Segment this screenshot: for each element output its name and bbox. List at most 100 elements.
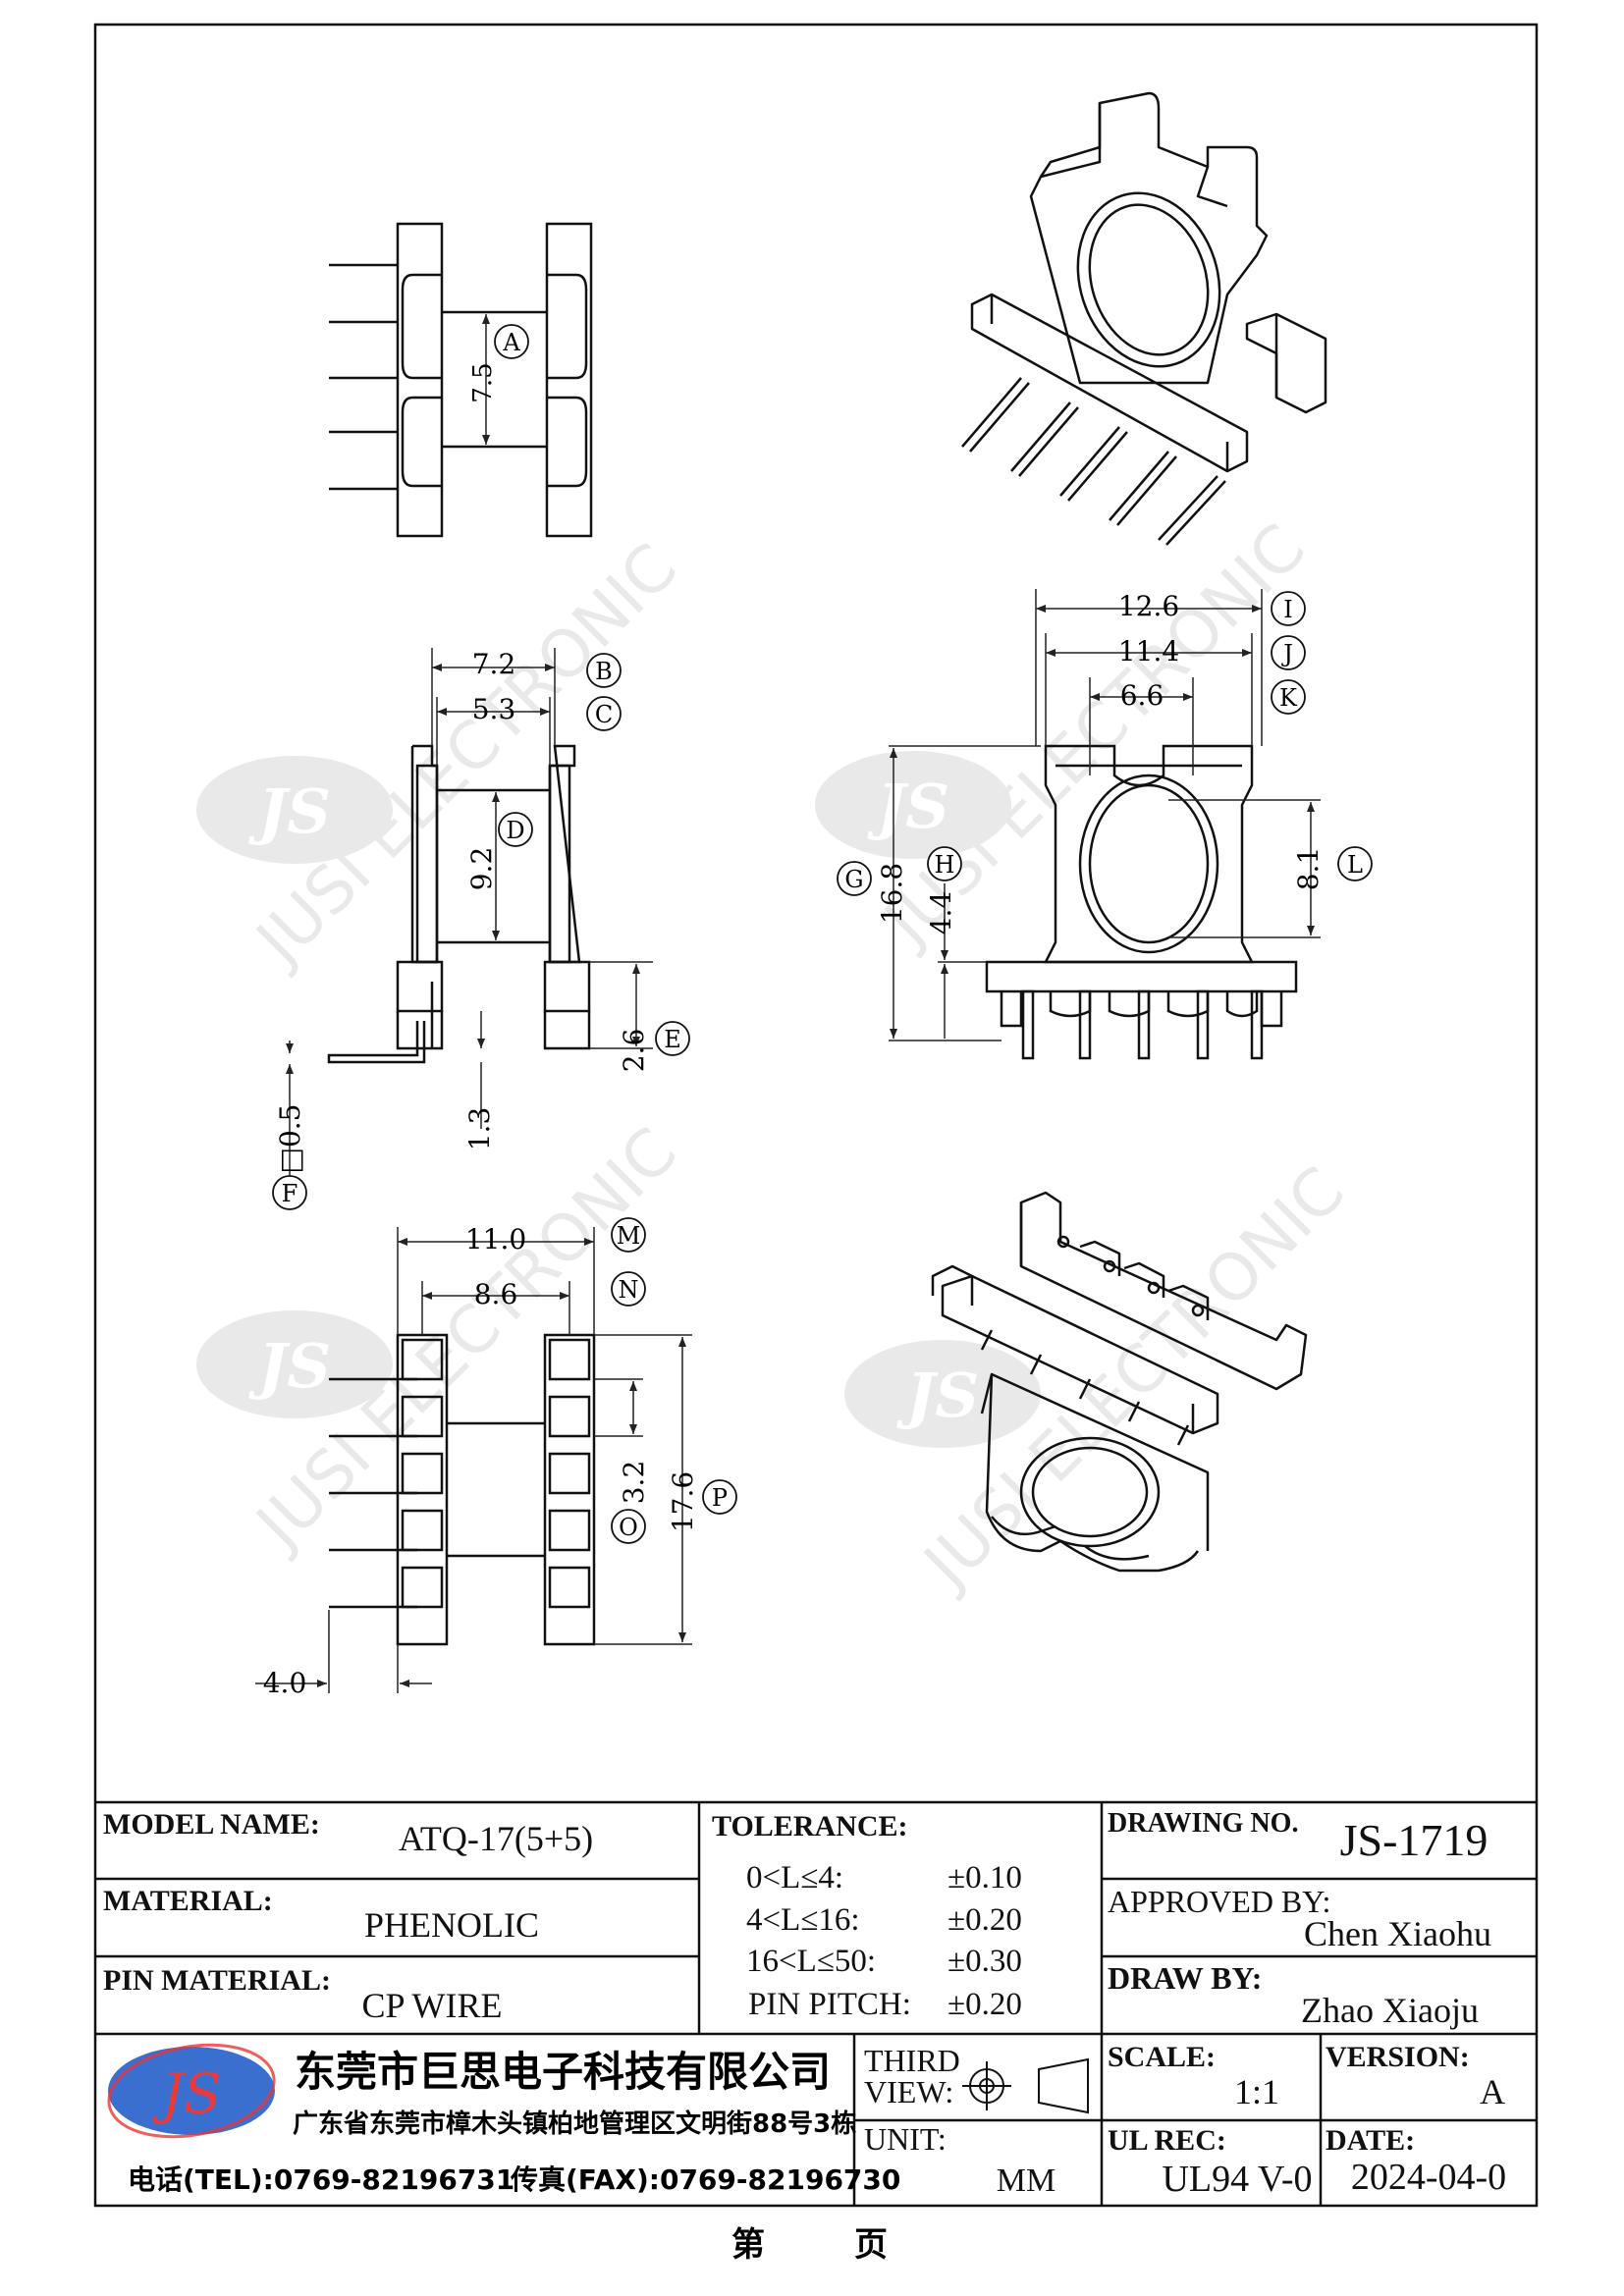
dim-e-label: 2.6 <box>618 1029 650 1073</box>
company-fax: 传真(FAX):0769-82196730 <box>510 2163 900 2196</box>
tag-n: N <box>619 1276 639 1304</box>
tolerance-range-2: 4<L≤16: <box>746 1902 860 1938</box>
front-elevation <box>985 744 1298 1060</box>
date-label: DATE: <box>1326 2124 1415 2157</box>
page-footer-right: 页 <box>854 2225 888 2265</box>
pin-material-value: CP WIRE <box>361 1986 502 2025</box>
isometric-view-top <box>961 91 1327 546</box>
watermark-group: JS JUSI ELECTRONIC JS JUSI ELECTRONIC JS… <box>196 509 1359 1604</box>
dim-o-label: 3.2 <box>618 1461 650 1505</box>
page-footer-left: 第 <box>731 2225 765 2265</box>
ul-rec-value: UL94 V-0 <box>1162 2159 1312 2200</box>
title-block-text: MODEL NAME: ATQ-17(5+5) MATERIAL: PHENOL… <box>103 1808 1506 2200</box>
company-name: 东莞市巨思电子科技有限公司 <box>295 2048 831 2096</box>
tolerance-range-1: 0<L≤4: <box>746 1860 843 1896</box>
third-label: THIRD <box>864 2043 960 2078</box>
unit-value: MM <box>997 2163 1056 2199</box>
side-view-dimensions: 7.5 A <box>468 314 529 445</box>
dim-j-label: 11.4 <box>1118 635 1179 667</box>
version-label: VERSION: <box>1326 2041 1470 2073</box>
tag-d: D <box>506 817 524 844</box>
title-block-grid <box>95 1800 1537 2206</box>
watermark-logo-text: JS <box>867 771 949 842</box>
front-view-labels: 7.2 B 5.3 C 9.2 D 2.6 E 1.3 □0.5 F <box>272 648 690 1210</box>
tag-h: H <box>935 851 955 879</box>
front-elevation-labels: 12.6 I 11.4 J 6.6 K 16.8 G 4.4 H 8.1 L <box>837 590 1373 935</box>
date-value: 2024-04-0 <box>1351 2157 1506 2198</box>
tolerance-value-4: ±0.20 <box>947 1987 1022 2022</box>
scale-value: 1:1 <box>1234 2072 1279 2111</box>
tag-m: M <box>617 1222 641 1250</box>
tag-o: O <box>619 1514 638 1541</box>
watermark-logo-4: JS <box>844 1340 1041 1448</box>
tag-p: P <box>712 1484 728 1512</box>
tag-c: C <box>595 701 613 728</box>
third-angle-projection-icon <box>962 2057 1089 2114</box>
dim-m-label: 11.0 <box>465 1223 526 1255</box>
dim-a-label: 7.5 <box>468 362 498 402</box>
draw-by-label: DRAW BY: <box>1108 1960 1262 1996</box>
tag-j: J <box>1280 640 1293 667</box>
watermark-logo-1: JS <box>196 756 393 864</box>
company-tel: 电话(TEL):0769-82196731 <box>128 2163 514 2196</box>
tag-a: A <box>502 329 520 356</box>
drawing-no-value: JS-1719 <box>1340 1815 1489 1865</box>
bottom-view-dimensions <box>255 1227 692 1693</box>
front-view-dimensions <box>286 648 653 1188</box>
dim-g-label: 16.8 <box>876 863 908 924</box>
model-name-value: ATQ-17(5+5) <box>399 1819 593 1858</box>
dim-l-label: 8.1 <box>1292 847 1325 891</box>
dim-c-label: 5.3 <box>472 693 516 725</box>
tag-k: K <box>1279 684 1298 712</box>
isometric-view-bottom <box>931 1191 1308 1573</box>
watermark-logo-text: JS <box>896 1360 979 1431</box>
watermark-logo-3: JS <box>196 1310 393 1418</box>
dim-f-label: □0.5 <box>274 1104 306 1174</box>
bottom-view-labels: 11.0 M 8.6 N 3.2 O 17.6 P 4.0 <box>263 1217 737 1699</box>
version-value: A <box>1480 2072 1505 2111</box>
tolerance-value-3: ±0.30 <box>947 1944 1022 1979</box>
watermark-logo-text: JS <box>248 775 331 847</box>
pin-material-label: PIN MATERIAL: <box>103 1964 331 1997</box>
tolerance-value-1: ±0.10 <box>947 1860 1022 1896</box>
tag-g: G <box>844 866 863 893</box>
company-logo: JS <box>107 2043 276 2139</box>
approved-by-value: Chen Xiaohu <box>1304 1914 1491 1953</box>
dim-p-label: 17.6 <box>667 1471 699 1532</box>
company-address: 广东省东莞市樟木头镇柏地管理区文明街88号3栋 <box>293 2109 856 2139</box>
tolerance-label: TOLERANCE: <box>712 1810 907 1842</box>
material-value: PHENOLIC <box>364 1905 539 1945</box>
dim-i-label: 12.6 <box>1118 590 1179 622</box>
company-block: JS 东莞市巨思电子科技有限公司 广东省东莞市樟木头镇柏地管理区文明街88号3栋… <box>107 2043 900 2196</box>
company-logo-text: JS <box>152 2062 222 2126</box>
dim-k-label: 6.6 <box>1120 679 1164 712</box>
tag-l: L <box>1347 851 1363 879</box>
watermark-logo-text: JS <box>248 1330 331 1402</box>
ul-rec-label: UL REC: <box>1108 2124 1226 2157</box>
material-label: MATERIAL: <box>103 1885 273 1917</box>
tolerance-value-2: ±0.20 <box>947 1902 1022 1938</box>
tag-b: B <box>595 658 613 685</box>
tolerance-range-4: PIN PITCH: <box>748 1987 911 2022</box>
front-elevation-dimensions <box>889 589 1321 1041</box>
approved-by-label: APPROVED BY: <box>1108 1884 1330 1919</box>
draw-by-value: Zhao Xiaoju <box>1301 1991 1479 2030</box>
dim-h-label: 4.4 <box>925 891 957 935</box>
unit-label: UNIT: <box>864 2121 947 2157</box>
dim-d-label: 9.2 <box>465 847 498 891</box>
tolerance-range-3: 16<L≤50: <box>746 1944 876 1979</box>
dim-1-3-label: 1.3 <box>463 1107 496 1151</box>
tag-f: F <box>282 1180 298 1207</box>
dim-4-0-label: 4.0 <box>263 1667 307 1699</box>
watermark-text-1: JUSI ELECTRONIC <box>240 529 691 981</box>
model-name-label: MODEL NAME: <box>103 1808 320 1841</box>
drawing-no-label: DRAWING NO. <box>1108 1808 1298 1839</box>
view-label: VIEW: <box>864 2074 953 2109</box>
sheet-border <box>93 23 1539 2208</box>
side-view <box>329 222 593 538</box>
watermark-logo-2: JS <box>815 751 1011 859</box>
tag-i: I <box>1283 596 1292 623</box>
dim-n-label: 8.6 <box>474 1278 518 1310</box>
tag-e: E <box>664 1026 681 1053</box>
